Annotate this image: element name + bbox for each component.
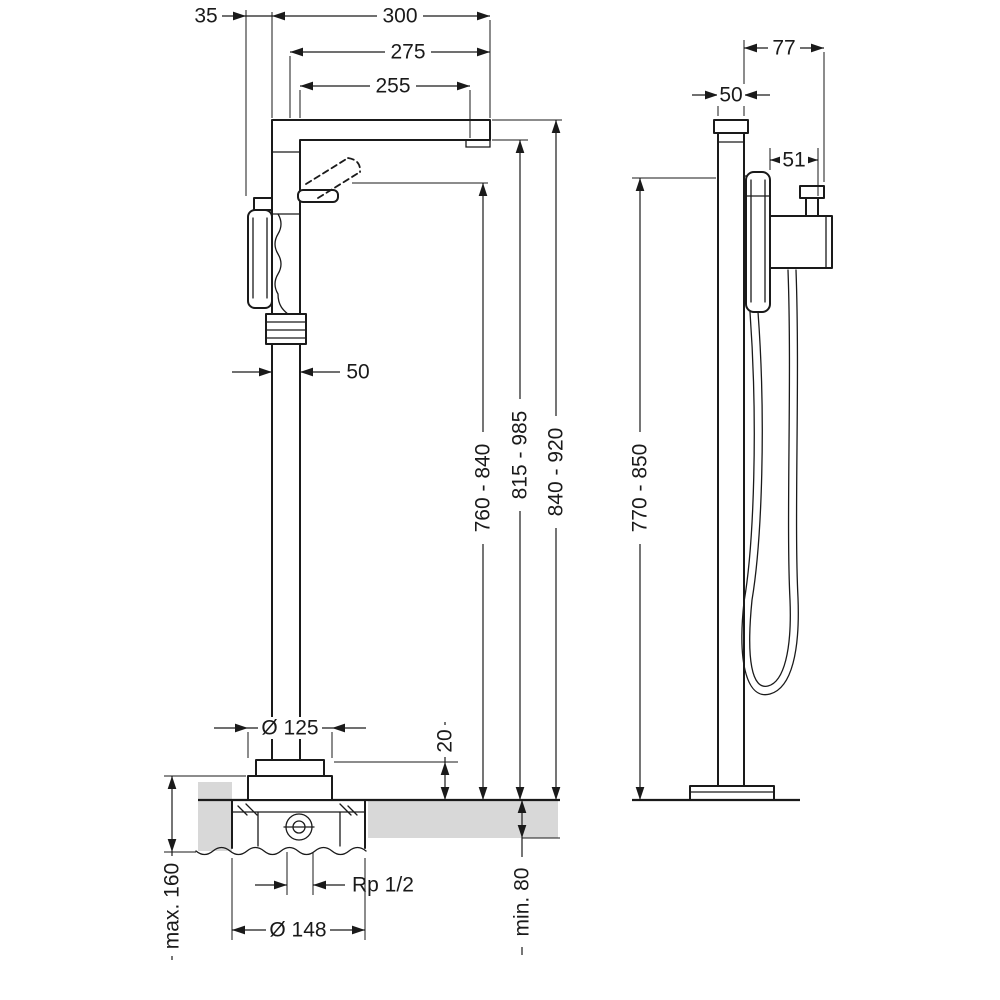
base-flange: [255, 759, 325, 777]
dim-label-o148: Ø 148: [269, 919, 326, 942]
dim-height-handle: 760 - 840: [472, 183, 495, 800]
floor-section-left: [198, 782, 232, 851]
dim-column-width: 50: [232, 361, 370, 384]
hand-shower-side: [745, 171, 771, 313]
aerator: [465, 139, 491, 148]
dim-label-o125: Ø 125: [261, 717, 318, 740]
dim-connection: Rp 1/2: [255, 852, 414, 897]
dim-height-spout: 815 - 985: [509, 140, 532, 800]
dim-label-min80: min. 80: [511, 868, 534, 937]
dim-label-35: 35: [194, 5, 217, 28]
mounting-body: [195, 799, 367, 856]
dim-label-815-985: 815 - 985: [509, 411, 532, 500]
dim-label-77: 77: [772, 37, 795, 60]
front-view: [195, 119, 560, 856]
riser-and-spout: [271, 119, 491, 761]
front-dimensions: 35 300 275 255 50: [161, 5, 568, 960]
lever-handle: [297, 189, 339, 203]
dim-spout-inner: 255: [300, 75, 470, 98]
dim-label-50-front: 50: [346, 361, 369, 384]
dim-label-300: 300: [382, 5, 417, 28]
dim-height-total: 840 - 920: [545, 120, 568, 800]
dim-base-height: 20: [334, 722, 458, 800]
dim-label-275: 275: [390, 41, 425, 64]
dim-spout-total: 300: [272, 5, 490, 28]
dim-column-depth: 50: [692, 84, 770, 107]
column-cap-side: [713, 119, 749, 134]
dim-label-840-920: 840 - 920: [545, 428, 568, 517]
dim-floor-min: min. 80: [511, 800, 560, 955]
union-nut: [265, 313, 307, 345]
side-view: [632, 119, 833, 802]
dim-shower-offset: 51: [769, 148, 819, 196]
diverter-knob: [799, 185, 825, 199]
side-dimensions: 77 50 51 770 - 850: [629, 37, 825, 800]
shower-hose-side-2: [741, 269, 799, 696]
dim-top-offset: 35: [194, 5, 272, 28]
dim-label-50-side: 50: [719, 84, 742, 107]
shower-hose-side: [749, 269, 791, 687]
lever-handle-swing: [305, 157, 361, 199]
dim-floor-max: max. 160: [161, 775, 246, 960]
hand-shower: [247, 209, 273, 309]
dim-base-diameter: Ø 125: [214, 717, 366, 758]
shower-hose-front: [274, 213, 291, 317]
dim-install-diameter: Ø 148: [231, 858, 366, 942]
dim-label-760-840: 760 - 840: [472, 444, 495, 533]
base-plate: [247, 775, 333, 801]
dim-label-rp12: Rp 1/2: [352, 874, 414, 897]
floor-section-right: [368, 800, 558, 838]
column-side: [717, 132, 745, 787]
hatch-marks: [237, 803, 358, 816]
dim-label-255: 255: [375, 75, 410, 98]
dim-spout-reach: 275: [290, 41, 490, 64]
dim-label-51: 51: [782, 149, 805, 172]
break-line: [195, 846, 367, 856]
dim-label-max160: max. 160: [161, 863, 184, 949]
dim-label-770-850: 770 - 850: [629, 444, 652, 533]
shower-holder: [253, 197, 273, 211]
base-plate-side: [689, 785, 775, 801]
diverter-knob-stem: [805, 197, 819, 217]
dim-side-height: 770 - 850: [629, 177, 716, 800]
dim-label-20: 20: [434, 729, 457, 752]
dim-depth-total: 77: [744, 37, 824, 60]
